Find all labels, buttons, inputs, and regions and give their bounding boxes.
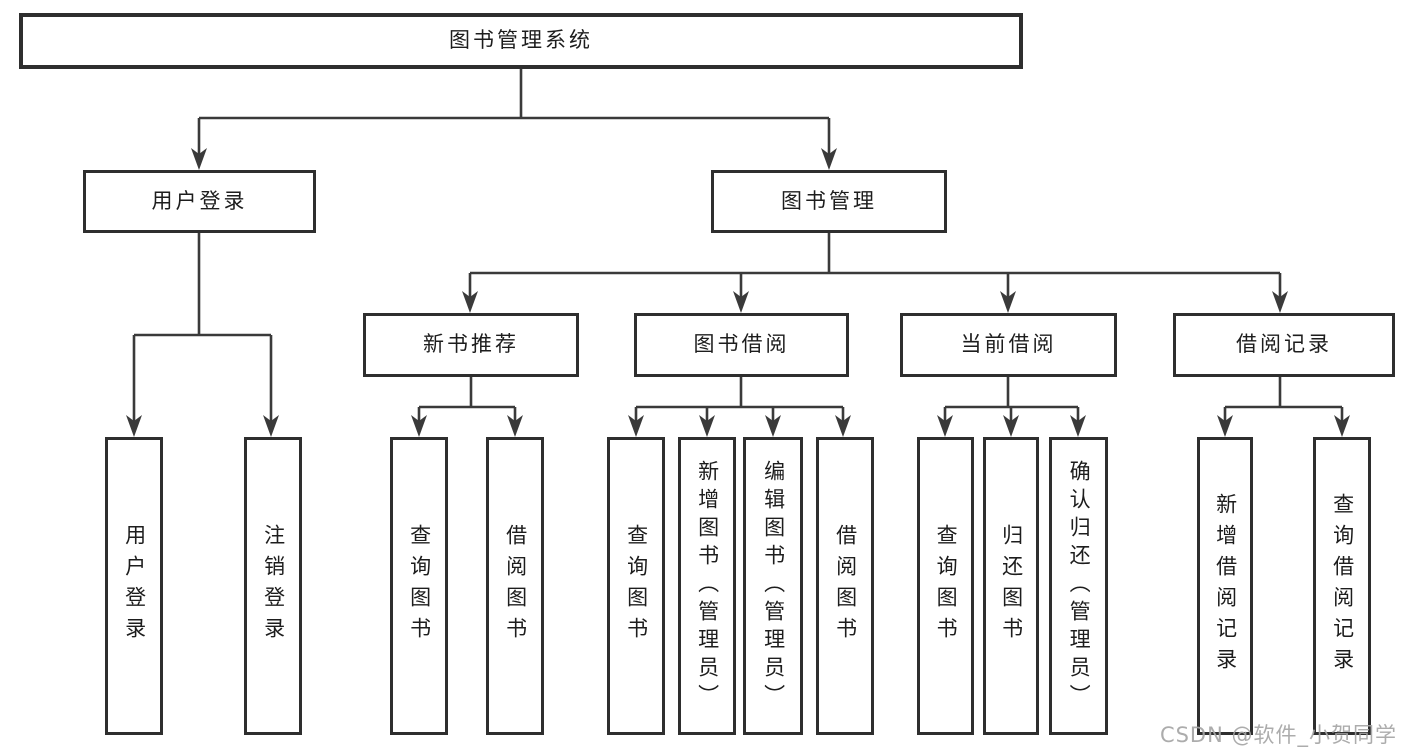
node-borrow-records-label: 借阅记录 (1236, 332, 1332, 357)
leaf-cu-confirm-return-admin: 确认归还（管理员） (1049, 437, 1108, 735)
arrowhead-icon (1272, 291, 1288, 313)
leaf-bw-borrow-book-label: 借阅图书 (833, 524, 858, 648)
arrowhead-icon (411, 415, 427, 437)
leaf-nb-query-book: 查询图书 (390, 437, 448, 735)
leaf-cu-confirm-return-admin-label: 确认归还（管理员） (1067, 460, 1092, 712)
node-new-book-recommend: 新书推荐 (363, 313, 579, 377)
leaf-nb-borrow-book-label: 借阅图书 (503, 524, 528, 648)
leaf-bw-query-book-label: 查询图书 (624, 524, 649, 648)
node-book-borrow-label: 图书借阅 (693, 332, 790, 357)
node-user-login: 用户登录 (83, 170, 316, 233)
leaf-rc-add-record: 新增借阅记录 (1197, 437, 1253, 735)
leaf-bw-borrow-book: 借阅图书 (816, 437, 874, 735)
leaf-nb-query-book-label: 查询图书 (407, 524, 432, 648)
arrowhead-icon (1334, 415, 1350, 437)
arrowhead-icon (821, 148, 837, 170)
leaf-rc-query-record-label: 查询借阅记录 (1330, 493, 1355, 679)
arrowhead-icon (507, 415, 523, 437)
arrowhead-icon (126, 415, 142, 437)
node-root-label: 图书管理系统 (449, 28, 593, 53)
node-current-borrow-label: 当前借阅 (960, 332, 1057, 357)
leaf-logout-label: 注销登录 (261, 524, 286, 648)
arrowhead-icon (462, 291, 478, 313)
node-book-management-label: 图书管理 (781, 188, 877, 213)
node-book-borrow: 图书借阅 (634, 313, 849, 377)
leaf-nb-borrow-book: 借阅图书 (486, 437, 544, 735)
leaf-cu-return-book-label: 归还图书 (999, 524, 1024, 648)
arrowhead-icon (937, 415, 953, 437)
arrowhead-icon (1000, 291, 1016, 313)
leaf-bw-edit-book-admin-label: 编辑图书（管理员） (761, 460, 786, 712)
leaf-logout: 注销登录 (244, 437, 302, 735)
arrowhead-icons (126, 148, 1350, 437)
arrowhead-icon (699, 415, 715, 437)
node-user-login-label: 用户登录 (151, 188, 248, 213)
node-borrow-records: 借阅记录 (1173, 313, 1395, 377)
watermark: CSDN @软件_小贺同学 (1159, 723, 1397, 747)
connector-edges (132, 69, 1344, 423)
leaf-bw-query-book: 查询图书 (607, 437, 665, 735)
leaf-bw-edit-book-admin: 编辑图书（管理员） (743, 437, 803, 735)
leaf-user-login: 用户登录 (105, 437, 163, 735)
leaf-bw-add-book-admin-label: 新增图书（管理员） (695, 460, 720, 712)
arrowhead-icon (1070, 415, 1086, 437)
leaf-bw-add-book-admin: 新增图书（管理员） (678, 437, 736, 735)
arrowhead-icon (263, 415, 279, 437)
node-root: 图书管理系统 (19, 13, 1023, 69)
node-new-book-recommend-label: 新书推荐 (423, 332, 519, 357)
leaf-cu-query-book: 查询图书 (917, 437, 974, 735)
node-current-borrow: 当前借阅 (900, 313, 1117, 377)
leaf-cu-query-book-label: 查询图书 (934, 524, 959, 648)
leaf-user-login-label: 用户登录 (122, 524, 147, 648)
arrowhead-icon (1003, 415, 1019, 437)
arrowhead-icon (733, 291, 749, 313)
leaf-cu-return-book: 归还图书 (983, 437, 1039, 735)
arrowhead-icon (835, 415, 851, 437)
arrowhead-icon (628, 415, 644, 437)
arrowhead-icon (191, 148, 207, 170)
leaf-rc-query-record: 查询借阅记录 (1313, 437, 1371, 735)
leaf-rc-add-record-label: 新增借阅记录 (1213, 493, 1238, 679)
arrowhead-icon (1217, 415, 1233, 437)
arrowhead-icon (765, 415, 781, 437)
node-book-management: 图书管理 (711, 170, 947, 233)
